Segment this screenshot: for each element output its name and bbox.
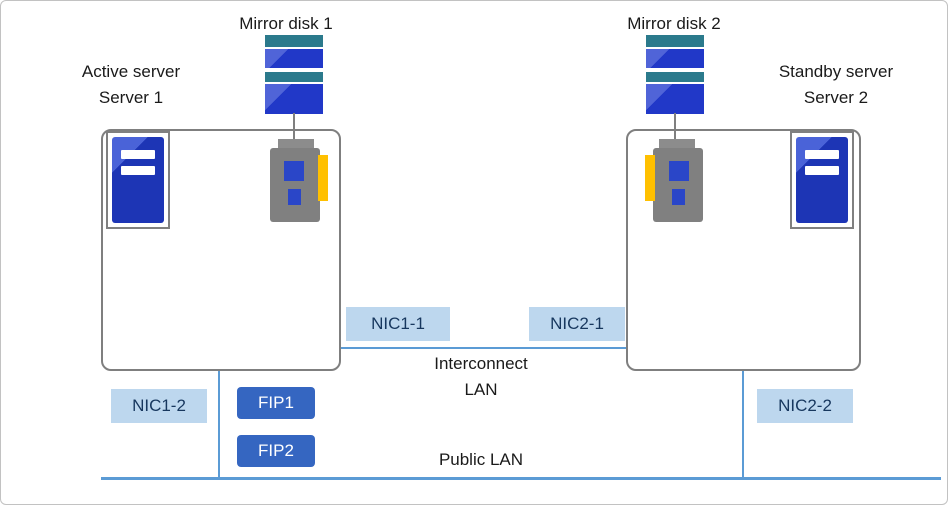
active-server-line2: Server 1 bbox=[98, 88, 164, 107]
card-chip bbox=[288, 189, 301, 205]
server2-disk-card-icon bbox=[645, 139, 709, 229]
interconnect-lan-line1: Interconnect bbox=[434, 354, 528, 373]
card-top bbox=[659, 139, 695, 148]
server1-tower-icon bbox=[106, 131, 170, 229]
nic2-2-label: NIC2-2 bbox=[757, 389, 853, 423]
fip1-label: FIP1 bbox=[237, 387, 315, 419]
mirror-disk-1-icon bbox=[265, 35, 323, 114]
card-tab bbox=[645, 155, 655, 201]
interconnect-lan-line2: LAN bbox=[464, 380, 498, 399]
card-chip bbox=[669, 161, 689, 181]
standby-server-line2: Server 2 bbox=[803, 88, 869, 107]
card-chip bbox=[284, 161, 304, 181]
interconnect-lan-label: Interconnect LAN bbox=[401, 351, 561, 403]
card-tab bbox=[318, 155, 328, 201]
mirror-disk-1-label: Mirror disk 1 bbox=[239, 14, 333, 33]
nic2-1-label: NIC2-1 bbox=[529, 307, 625, 341]
standby-server-line1: Standby server bbox=[778, 62, 894, 81]
disk-body bbox=[265, 84, 323, 114]
card-chip bbox=[672, 189, 685, 205]
tower-slot bbox=[805, 150, 839, 159]
nic1-1-label: NIC1-1 bbox=[346, 307, 450, 341]
public-lan-line bbox=[101, 477, 941, 480]
interconnect-lan-line bbox=[341, 347, 626, 349]
nic1-2-label: NIC1-2 bbox=[111, 389, 207, 423]
card-body bbox=[653, 148, 703, 222]
active-server-label: Active server Server 1 bbox=[41, 59, 221, 111]
card-top bbox=[278, 139, 314, 148]
active-server-line1: Active server bbox=[81, 62, 181, 81]
disk-cap bbox=[646, 35, 704, 47]
server1-public-lan-drop-line bbox=[218, 371, 220, 479]
fip2-label: FIP2 bbox=[237, 435, 315, 467]
disk2-connector-line bbox=[674, 113, 676, 141]
standby-server-label: Standby server Server 2 bbox=[746, 59, 926, 111]
server1-disk-card-icon bbox=[264, 139, 328, 229]
tower-slot bbox=[121, 150, 155, 159]
tower-slot bbox=[121, 166, 155, 175]
server2-tower-icon bbox=[790, 131, 854, 229]
disk-cap bbox=[265, 35, 323, 47]
tower-body bbox=[796, 137, 848, 223]
disk-body bbox=[646, 49, 704, 68]
tower-slot bbox=[805, 166, 839, 175]
mirror-disk-2-label: Mirror disk 2 bbox=[627, 14, 721, 33]
mirror-disk-2-icon bbox=[646, 35, 704, 114]
disk-cap bbox=[646, 72, 704, 82]
card-body bbox=[270, 148, 320, 222]
server2-public-lan-drop-line bbox=[742, 371, 744, 479]
tower-body bbox=[112, 137, 164, 223]
public-lan-label: Public LAN bbox=[438, 450, 524, 469]
disk1-connector-line bbox=[293, 113, 295, 141]
disk-body bbox=[265, 49, 323, 68]
disk-body bbox=[646, 84, 704, 114]
disk-cap bbox=[265, 72, 323, 82]
